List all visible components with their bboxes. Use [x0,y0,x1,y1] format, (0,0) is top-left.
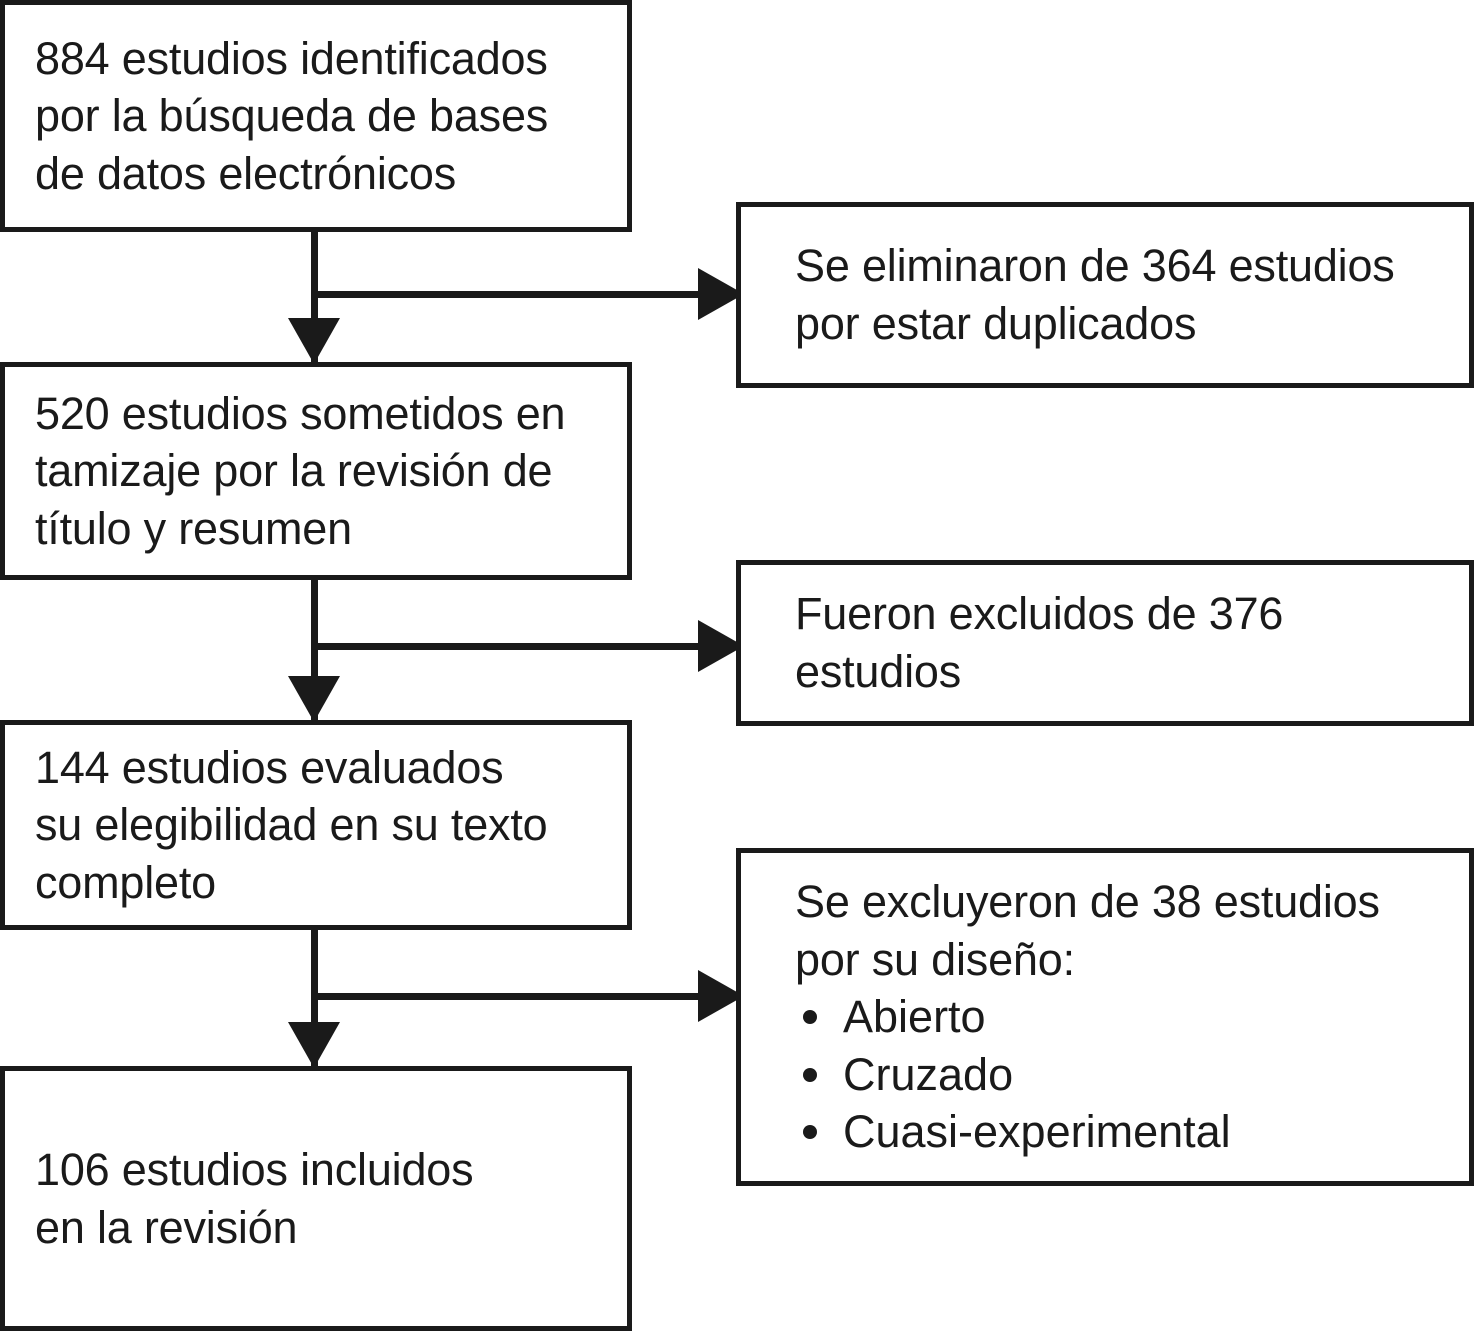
box-studies-excluded-text: Fueron excluidos de 376 estudios [741,585,1469,700]
text-line: por la búsqueda de bases [35,90,549,142]
connector-screened-to-eligible [311,580,318,720]
connector-eligible-to-design [311,993,703,1000]
box-studies-eligibility-assessed-text: 144 estudios evaluados su elegibilidad e… [5,739,627,912]
text-line: título y resumen [35,502,352,554]
box-duplicates-removed-text: Se eliminaron de 364 estudios por estar … [741,237,1469,352]
list-item: Abierto [795,988,1469,1046]
text-line: Se excluyeron de 38 estudios [795,876,1380,928]
text-line: por estar duplicados [795,298,1197,349]
box-studies-screened-text: 520 estudios sometidos en tamizaje por l… [5,385,627,558]
text-line: Se eliminaron de 364 estudios [795,240,1395,292]
connector-screened-to-excluded [311,643,703,650]
text-line: 144 estudios evaluados [35,741,504,793]
text-line: estudios [795,646,962,697]
box-studies-eligibility-assessed: 144 estudios evaluados su elegibilidad e… [0,720,632,930]
box-excluded-by-design-text: Se excluyeron de 38 estudios por su dise… [741,873,1469,988]
box-duplicates-removed: Se eliminaron de 364 estudios por estar … [736,202,1474,388]
box-studies-screened: 520 estudios sometidos en tamizaje por l… [0,362,632,580]
box-studies-identified: 884 estudios identificados por la búsque… [0,0,632,232]
arrowhead-down-to-eligible [288,676,340,722]
text-line: 520 estudios sometidos en [35,387,566,439]
arrowhead-down-to-screened [288,318,340,364]
connector-identified-to-duplicates [311,291,703,298]
box-studies-excluded: Fueron excluidos de 376 estudios [736,560,1474,726]
list-item: Cuasi-experimental [795,1103,1469,1161]
list-item: Cruzado [795,1046,1469,1104]
box-studies-identified-text: 884 estudios identificados por la búsque… [5,30,627,203]
box-studies-included-text: 106 estudios incluidos en la revisión [5,1141,627,1256]
excluded-design-reasons-list: Abierto Cruzado Cuasi-experimental [741,988,1469,1161]
text-line: en la revisión [35,1201,298,1253]
text-line: Fueron excluidos de 376 [795,588,1284,640]
box-studies-included: 106 estudios incluidos en la revisión [0,1066,632,1331]
text-line: su elegibilidad en su texto [35,799,548,851]
text-line: 884 estudios identificados [35,32,548,84]
text-line: completo [35,856,216,908]
text-line: por su diseño: [795,933,1075,985]
text-line: 106 estudios incluidos [35,1143,474,1195]
text-line: tamizaje por la revisión de [35,445,553,497]
box-excluded-by-design: Se excluyeron de 38 estudios por su dise… [736,848,1474,1186]
text-line: de datos electrónicos [35,147,457,199]
arrowhead-down-to-included [288,1022,340,1068]
